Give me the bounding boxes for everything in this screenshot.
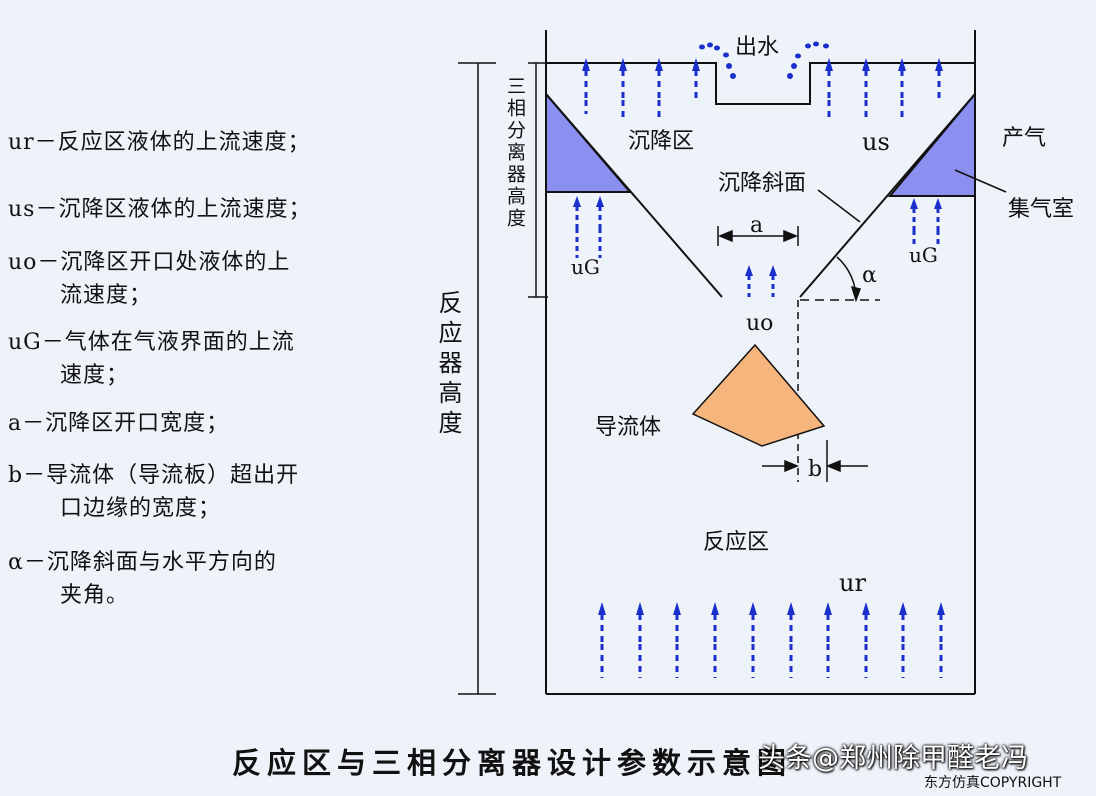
ug-right-label: uG bbox=[909, 243, 938, 267]
dimension-b bbox=[762, 440, 868, 482]
figure-caption: 反应区与三相分离器设计参数示意图 bbox=[232, 746, 793, 780]
legend-item-ur: ur－反应区液体的上流速度； bbox=[8, 130, 311, 155]
legend-item-a: a－沉降区开口宽度； bbox=[8, 411, 230, 436]
slope-leader bbox=[817, 189, 861, 223]
copyright-notice: 东方仿真COPYRIGHT bbox=[924, 775, 1062, 791]
legend-item-uo: uo－沉降区开口处液体的上流速度； bbox=[8, 250, 291, 308]
outlet-trough bbox=[546, 62, 975, 105]
deflector bbox=[691, 343, 826, 447]
a-label: a bbox=[750, 213, 763, 238]
legend-item-ug: uG－气体在气液界面的上流速度； bbox=[8, 330, 295, 388]
reaction-zone-arrows bbox=[596, 600, 947, 678]
slope-label: 沉降斜面 bbox=[718, 171, 806, 196]
gas-arrows bbox=[571, 194, 944, 258]
gas-chamber-label: 集气室 bbox=[1008, 197, 1074, 222]
legend-item-b: b－导流体（导流板）超出开口边缘的宽度； bbox=[8, 463, 300, 521]
b-label: b bbox=[808, 457, 822, 482]
us-label: us bbox=[862, 128, 890, 156]
outlet-splash bbox=[699, 41, 829, 79]
reaction-zone-label: 反应区 bbox=[703, 530, 769, 555]
outlet-label: 出水 bbox=[735, 35, 779, 60]
ur-label: ur bbox=[839, 569, 866, 597]
settling-zone-arrows bbox=[580, 56, 945, 120]
settling-slopes bbox=[545, 93, 976, 298]
angle-alpha bbox=[800, 256, 880, 303]
separator-height-bracket bbox=[528, 62, 548, 298]
deflector-label: 导流体 bbox=[595, 415, 661, 440]
legend-item-us: us－沉降区液体的上流速度； bbox=[8, 197, 312, 222]
alpha-label: α bbox=[862, 263, 877, 288]
settling-zone-label: 沉降区 bbox=[628, 129, 694, 154]
separator-height-label: 三相分离器高度 bbox=[504, 76, 526, 230]
uo-label: uo bbox=[746, 311, 773, 336]
reactor-height-bracket bbox=[458, 62, 496, 695]
dimension-a bbox=[717, 226, 799, 246]
reactor-height-label: 反应器高度 bbox=[434, 290, 462, 440]
opening-arrows bbox=[743, 263, 779, 299]
gas-chamber-leader bbox=[954, 169, 1007, 193]
legend-item-alpha: α－沉降斜面与水平方向的夹角。 bbox=[8, 550, 277, 608]
gas-label: 产气 bbox=[1002, 126, 1046, 151]
ug-left-label: uG bbox=[571, 255, 600, 279]
watermark: 头条@郑州除甲醛老冯 bbox=[758, 743, 1028, 774]
